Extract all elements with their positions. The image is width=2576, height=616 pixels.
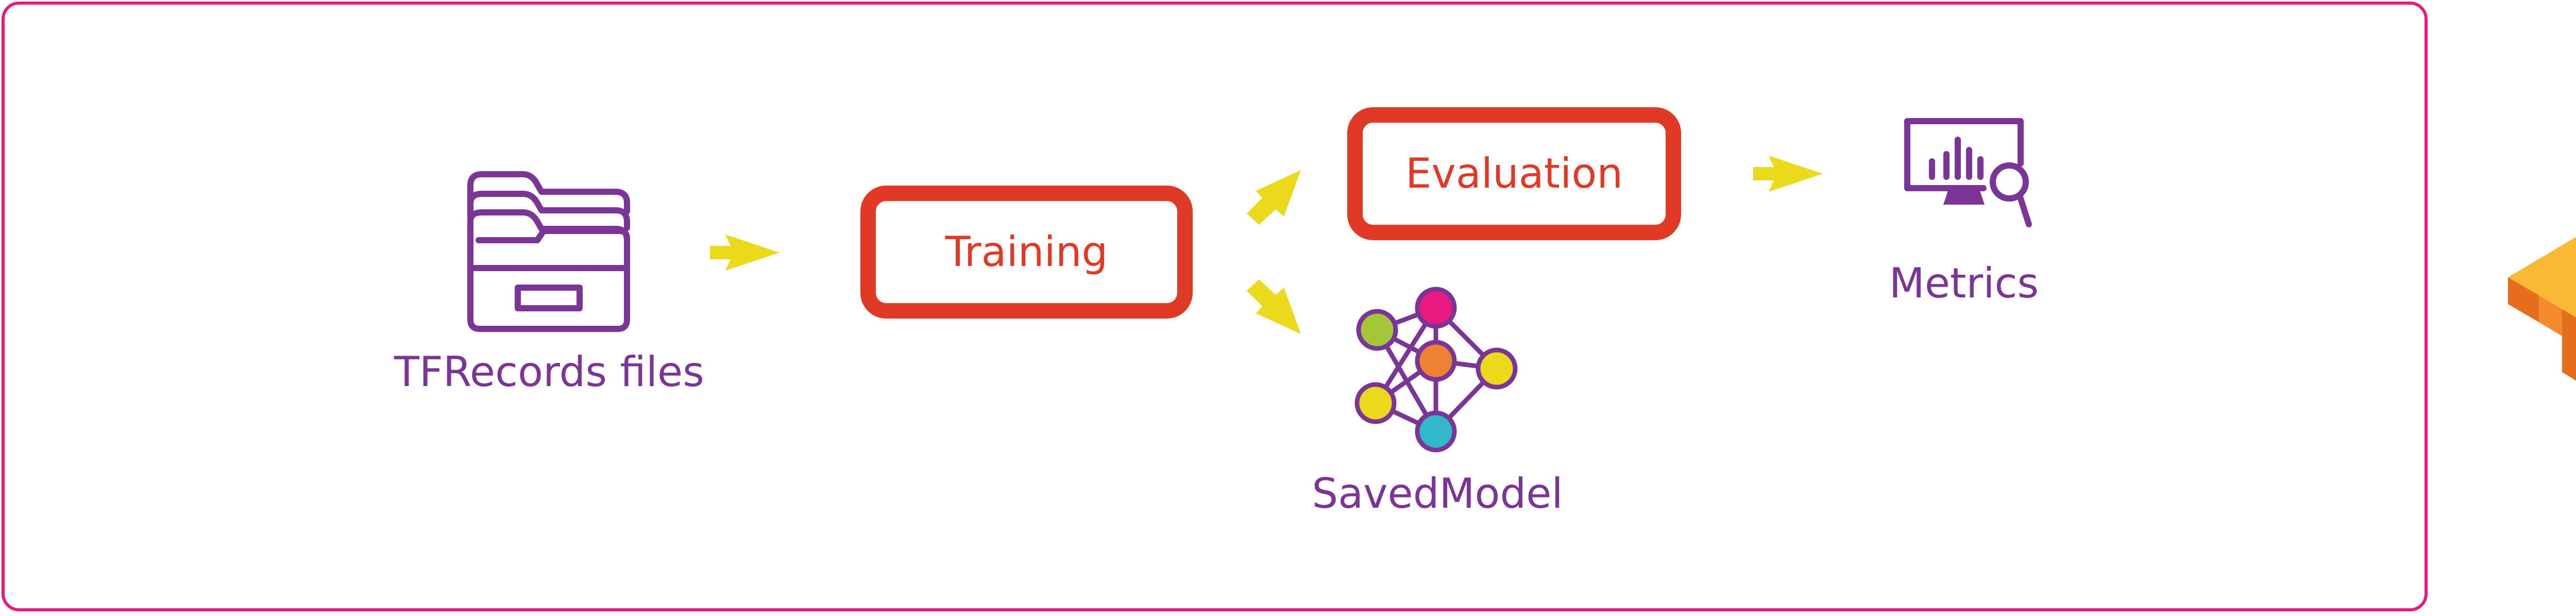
training-box: Training bbox=[860, 186, 1193, 319]
metrics-label: Metrics bbox=[1889, 259, 2039, 307]
arrow-tfrecords-to-training bbox=[710, 235, 779, 271]
arrow-training-to-evaluation bbox=[1247, 170, 1301, 225]
diagram-frame bbox=[2, 2, 2428, 611]
arrow-training-to-savedmodel bbox=[1247, 279, 1301, 334]
monitor-magnifier-icon bbox=[1904, 118, 2032, 227]
tfrecords-label: TFRecords files bbox=[394, 348, 704, 396]
neural-network-icon bbox=[1354, 287, 1518, 453]
training-label: Training bbox=[945, 228, 1108, 276]
tensorflow-logo bbox=[2508, 237, 2576, 381]
evaluation-box: Evaluation bbox=[1347, 107, 1681, 240]
folder-stack-icon bbox=[467, 171, 630, 332]
evaluation-label: Evaluation bbox=[1405, 149, 1623, 197]
arrow-evaluation-to-metrics bbox=[1753, 156, 1823, 192]
savedmodel-label: SavedModel bbox=[1312, 470, 1563, 518]
